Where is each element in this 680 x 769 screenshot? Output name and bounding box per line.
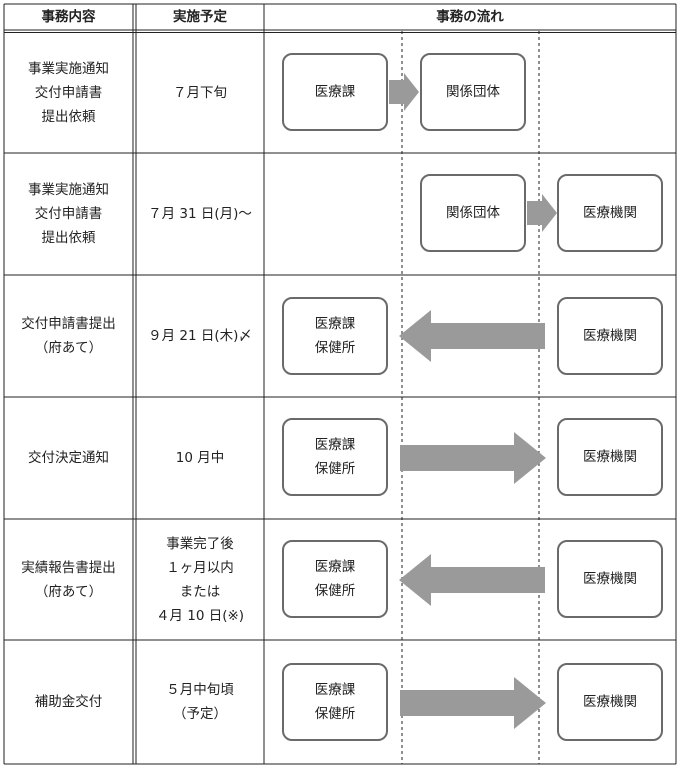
header-flow: 事務の流れ: [436, 9, 504, 25]
row-5-box-medical-institution: 医療機関: [557, 540, 663, 618]
row-2-box-medical-institution: 医療機関: [557, 174, 663, 252]
row-5-box-medical-division: 医療課 保健所: [282, 540, 388, 618]
row-5-schedule: 事業完了後 １ヶ月以内 または ４月 10 日(※): [155, 535, 245, 624]
row-1-content: 事業実施通知 交付申請書 提出依頼: [28, 61, 109, 125]
row-4-box-medical-institution: 医療機関: [557, 418, 663, 496]
arrow-right-row-6: [400, 677, 546, 729]
arrow-right-small-row-1: [389, 73, 419, 111]
row-4-schedule: 10 月中: [175, 450, 225, 466]
row-6-box-medical-institution: 医療機関: [557, 663, 663, 741]
row-1-schedule: ７月下旬: [173, 85, 227, 101]
arrow-left-row-5: [399, 554, 545, 606]
header-schedule: 実施予定: [173, 9, 227, 25]
arrow-left-row-3: [399, 310, 545, 362]
row-2-content: 事業実施通知 交付申請書 提出依頼: [28, 182, 109, 246]
row-1-box-medical-division: 医療課: [282, 53, 388, 131]
row-4-content: 交付決定通知: [28, 450, 109, 466]
row-6-schedule: ５月中旬頃 （予定）: [166, 682, 234, 722]
arrow-right-row-4: [400, 432, 546, 484]
row-1-box-related-organization: 関係団体: [420, 53, 526, 131]
row-5-content: 実績報告書提出 （府あて）: [21, 559, 116, 600]
row-6-content: 補助金交付: [34, 694, 103, 710]
row-2-box-related-organization: 関係団体: [420, 174, 526, 252]
row-2-schedule: ７月 31 日(月)～: [148, 206, 252, 222]
row-3-box-medical-division: 医療課 保健所: [282, 297, 388, 375]
row-4-box-medical-division: 医療課 保健所: [282, 418, 388, 496]
arrow-right-small-row-2: [527, 194, 557, 232]
row-6-box-medical-division: 医療課 保健所: [282, 663, 388, 741]
row-3-box-medical-institution: 医療機関: [557, 297, 663, 375]
row-3-content: 交付申請書提出 （府あて）: [21, 316, 116, 356]
row-3-schedule: ９月 21 日(木)〆: [148, 328, 252, 344]
header-content: 事務内容: [41, 9, 96, 25]
